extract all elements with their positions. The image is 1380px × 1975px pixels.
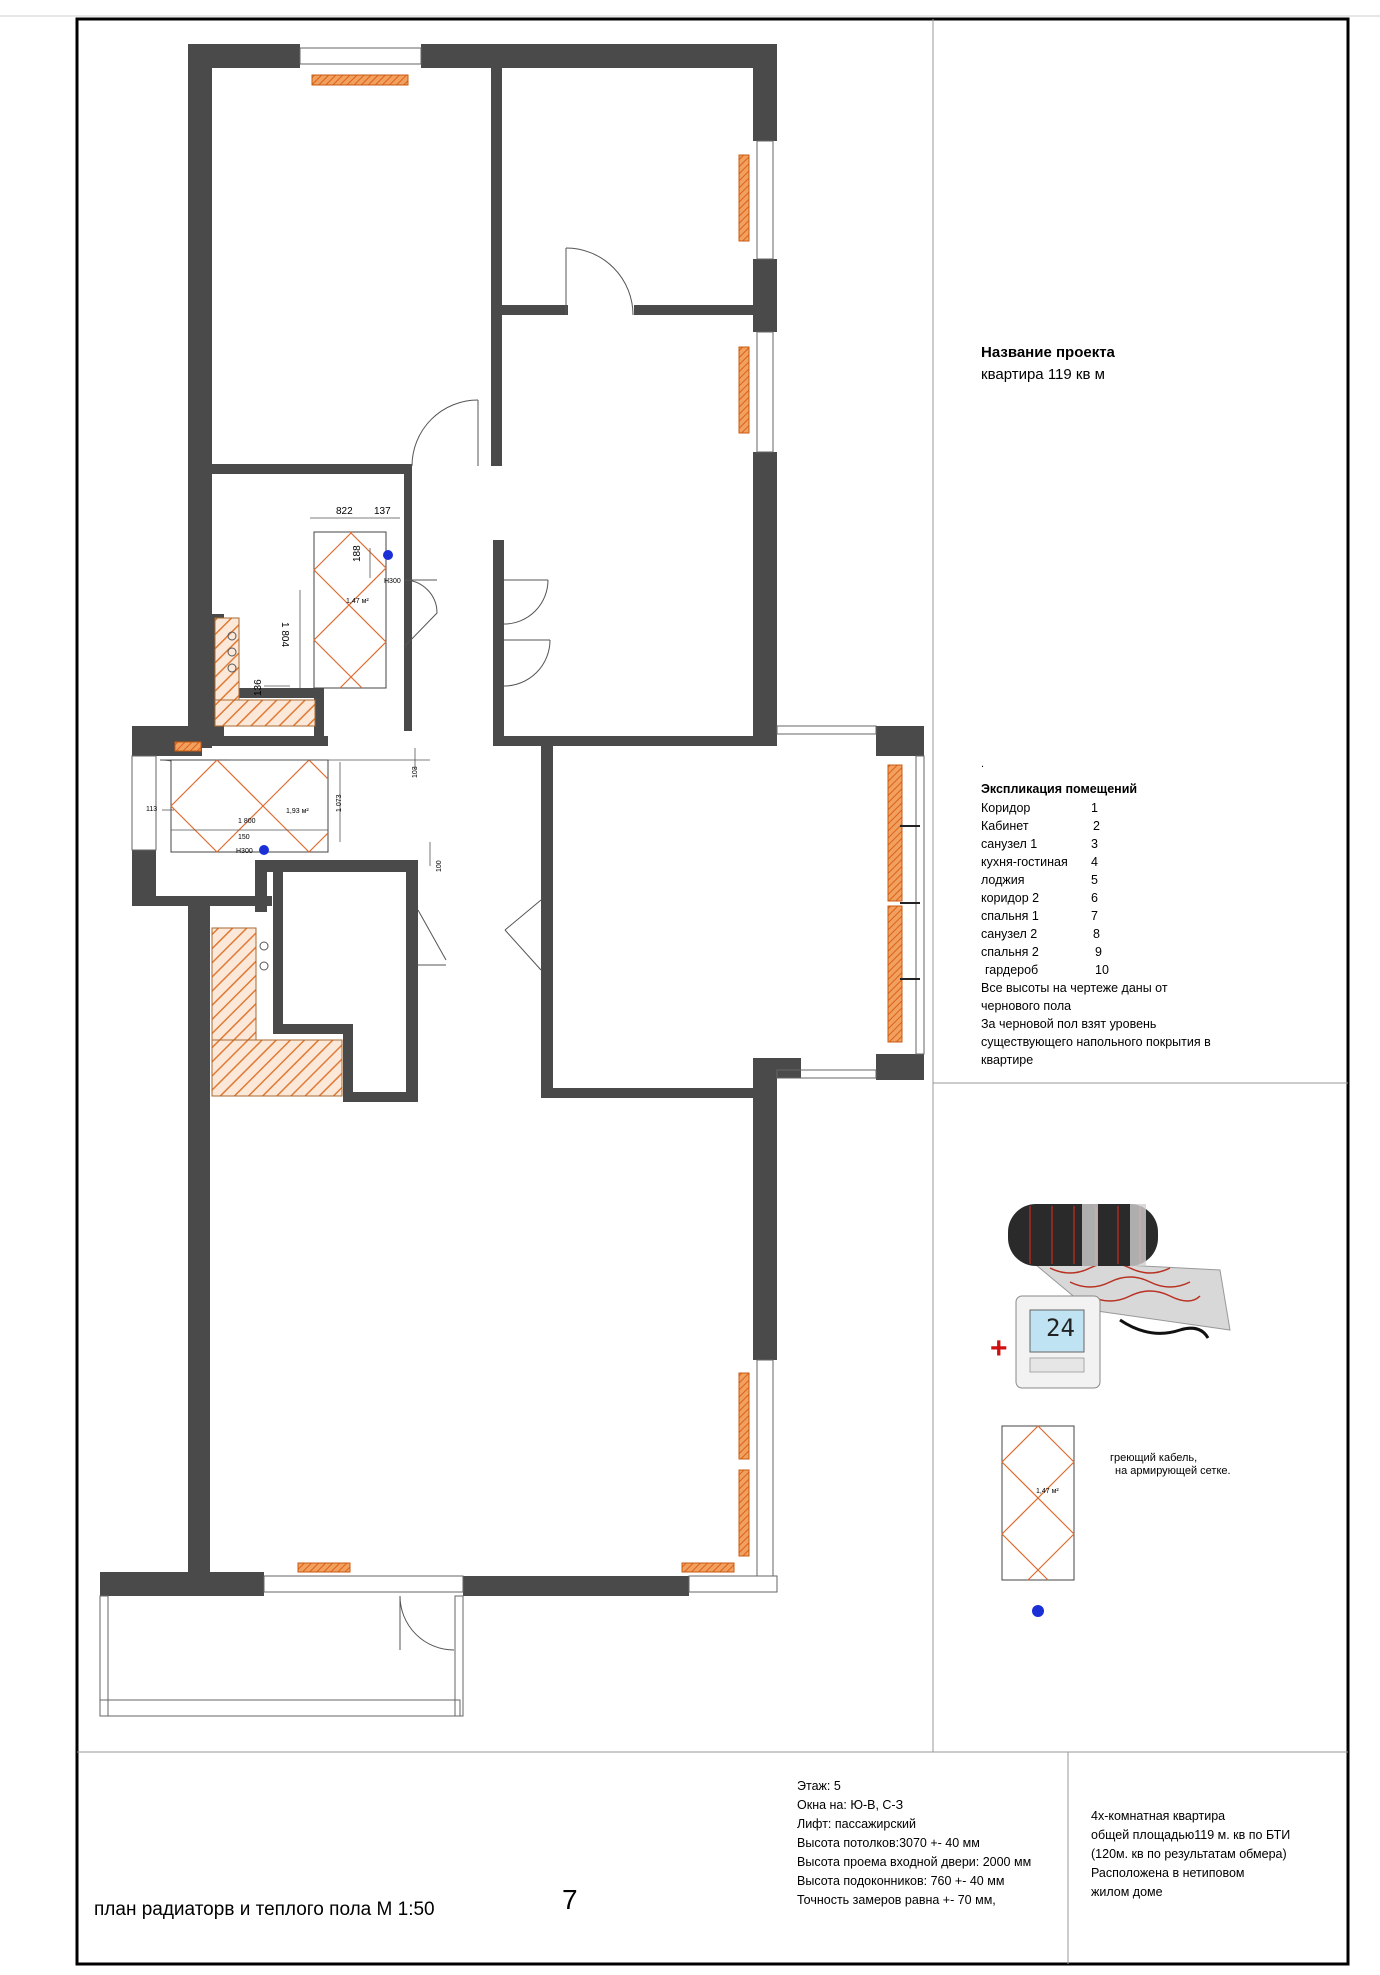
info-line: Высота потолков:3070 +- 40 мм bbox=[797, 1836, 980, 1850]
legend-row: Кабинет 2 bbox=[981, 817, 1241, 835]
hatched-areas bbox=[211, 617, 343, 1097]
thermostat-display: 24 bbox=[1046, 1314, 1075, 1342]
dim-150: 150 bbox=[238, 834, 250, 841]
walls bbox=[100, 44, 924, 1596]
dim-1073: 1 073 bbox=[336, 794, 343, 812]
legend-room-name: спальня 1 bbox=[981, 909, 1039, 923]
legend-room-name: Кабинет bbox=[981, 819, 1029, 833]
radiators bbox=[174, 74, 903, 1573]
legend-room-name: гардероб bbox=[985, 963, 1039, 977]
legend-row: спальня 2 9 bbox=[981, 943, 1241, 961]
legend-row: санузел 1 3 bbox=[981, 835, 1241, 853]
legend-row: кухня-гостиная 4 bbox=[981, 853, 1241, 871]
floor-sensor-2 bbox=[259, 845, 269, 855]
legend-row: коридор 2 6 bbox=[981, 889, 1241, 907]
dimension-lines bbox=[162, 517, 431, 866]
legend-room-num: 2 bbox=[1093, 819, 1100, 833]
legend-row: лоджия 5 bbox=[981, 871, 1241, 889]
summary-line: Расположена в нетиповом bbox=[1091, 1866, 1245, 1880]
area-label-2: 1,93 м² bbox=[286, 808, 309, 815]
heated-floor-zone-2 bbox=[170, 759, 329, 855]
summary-line: общей площадью119 м. кв по БТИ bbox=[1091, 1828, 1291, 1842]
dim-1804: 1 804 bbox=[279, 622, 290, 648]
project-title-label: Название проекта bbox=[981, 344, 1115, 361]
dim-100: 100 bbox=[436, 860, 443, 872]
legend-row: гардероб 10 bbox=[981, 961, 1241, 979]
dim-188: 188 bbox=[352, 545, 363, 562]
legend-room-num: 9 bbox=[1095, 945, 1102, 959]
legend-room-num: 3 bbox=[1091, 837, 1098, 851]
legend-room-num: 1 bbox=[1091, 801, 1098, 815]
page-number: 7 bbox=[562, 1884, 578, 1915]
legend-room-name: санузел 1 bbox=[981, 837, 1038, 851]
dim-1800: 1 800 bbox=[238, 818, 256, 825]
legend-room-name: санузел 2 bbox=[981, 927, 1038, 941]
thermostat-icon bbox=[1015, 1295, 1101, 1389]
apartment-info: Этаж: 5 Окна на: Ю-В, С-З Лифт: пассажир… bbox=[797, 1777, 1031, 1910]
info-line: Этаж: 5 bbox=[797, 1779, 841, 1793]
legend-row: спальня 1 7 bbox=[981, 907, 1241, 925]
sample-caption-2: на армирующей сетке. bbox=[1115, 1465, 1231, 1477]
legend-room-num: 4 bbox=[1091, 855, 1098, 869]
heating-mat-product-image bbox=[1008, 1204, 1231, 1389]
sample-heated-mat bbox=[1001, 1425, 1075, 1617]
summary-line: 4х-комнатная квартира bbox=[1091, 1809, 1226, 1823]
legend-note: За черновой пол взят уровень bbox=[981, 1017, 1157, 1031]
apartment-summary: 4х-комнатная квартира общей площадью119 … bbox=[1091, 1807, 1290, 1902]
legend-room-num: 8 bbox=[1093, 927, 1100, 941]
sheet-frame bbox=[75, 17, 1350, 1966]
legend-room-name: лоджия bbox=[981, 873, 1025, 887]
floor-sensor-1 bbox=[383, 550, 393, 560]
sample-caption-1: греющий кабель, bbox=[1110, 1452, 1198, 1464]
legend-note: существующего напольного покрытия в bbox=[981, 1035, 1211, 1049]
info-line: Окна на: Ю-В, С-З bbox=[797, 1798, 904, 1812]
sample-sensor bbox=[1032, 1605, 1044, 1617]
legend-note: чернового пола bbox=[981, 999, 1072, 1013]
legend-room-num: 7 bbox=[1091, 909, 1098, 923]
legend-row: Коридор 1 bbox=[981, 799, 1241, 817]
legend-heading: Экспликация помещений bbox=[981, 782, 1138, 796]
area-label-1: 1,47 м² bbox=[346, 598, 369, 605]
radiator-brackets bbox=[900, 825, 920, 980]
legend-room-name: кухня-гостиная bbox=[981, 855, 1068, 869]
mat-roll-icon bbox=[1008, 1204, 1158, 1266]
dim-137: 137 bbox=[374, 506, 391, 517]
project-title-value: квартира 119 кв м bbox=[981, 366, 1105, 383]
legend-note: квартире bbox=[981, 1053, 1034, 1067]
legend-room-num: 10 bbox=[1095, 963, 1109, 977]
sample-area-label: 1,47 м² bbox=[1036, 1488, 1059, 1495]
dim-113: 113 bbox=[146, 806, 158, 813]
info-line: Точность замеров равна +- 70 мм, bbox=[797, 1893, 996, 1907]
legend-room-list: Коридор 1 Кабинет 2 санузел 1 3 кухня-гости… bbox=[981, 799, 1241, 1069]
drawing-title: план радиаторв и теплого пола М 1:50 bbox=[94, 1899, 435, 1920]
info-line: Высота подоконников: 760 +- 40 мм bbox=[797, 1874, 1005, 1888]
legend-row: санузел 2 8 bbox=[981, 925, 1241, 943]
h300-label-a: H300 bbox=[384, 578, 401, 585]
legend-note: Все высоты на чертеже даны от bbox=[981, 981, 1168, 995]
legend-room-name: Коридор bbox=[981, 801, 1031, 815]
legend-room-num: 6 bbox=[1091, 891, 1098, 905]
window-frames bbox=[99, 47, 925, 1717]
heated-floor-zone-1 bbox=[313, 531, 393, 689]
summary-line: жилом доме bbox=[1091, 1885, 1163, 1899]
dim-136: 136 bbox=[253, 679, 264, 696]
dim-822: 822 bbox=[336, 506, 353, 517]
legend-room-num: 5 bbox=[1091, 873, 1098, 887]
plus-sign: + bbox=[990, 1332, 1008, 1365]
info-line: Лифт: пассажирский bbox=[797, 1817, 917, 1831]
summary-line: (120м. кв по результатам обмера) bbox=[1091, 1847, 1287, 1861]
legend-room-name: спальня 2 bbox=[981, 945, 1039, 959]
legend-dot: . bbox=[981, 758, 985, 770]
info-line: Высота проема входной двери: 2000 мм bbox=[797, 1855, 1032, 1869]
dim-103: 103 bbox=[412, 766, 419, 778]
legend-room-name: коридор 2 bbox=[981, 891, 1040, 905]
h300-label-b: H300 bbox=[236, 848, 253, 855]
